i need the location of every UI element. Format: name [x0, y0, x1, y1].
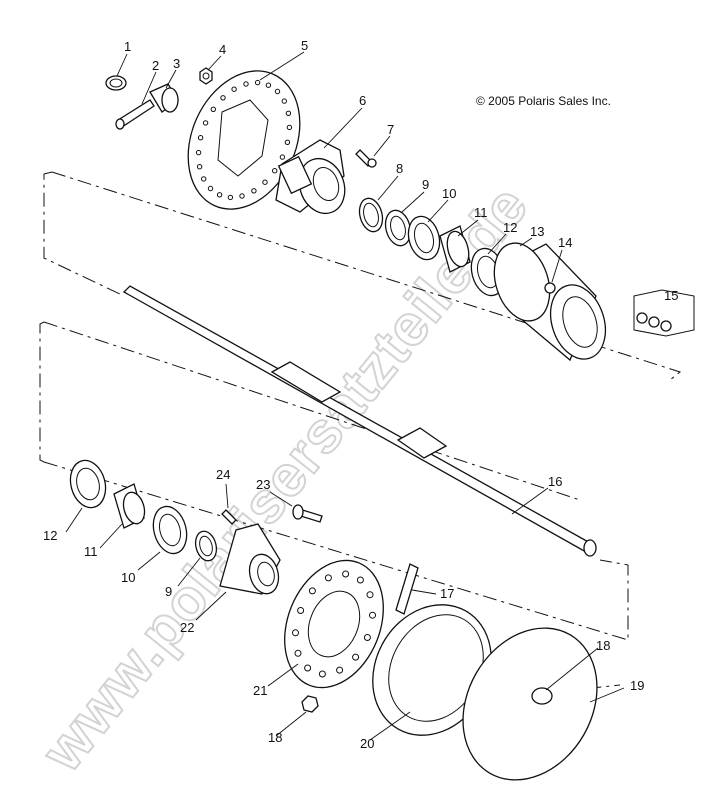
hole-mark — [369, 611, 376, 619]
axle-shaft-part — [122, 285, 597, 557]
sprocket-hub-part — [219, 523, 281, 595]
hole-mark — [304, 664, 312, 672]
callout-7: 7 — [387, 122, 394, 137]
callout-11-lower: 11 — [84, 544, 98, 559]
brake-disc-part — [187, 70, 301, 210]
retaining-ring-part — [358, 197, 384, 233]
callout-15: 15 — [664, 288, 678, 303]
callout-9-lower: 9 — [165, 584, 172, 599]
sprocket-part — [284, 559, 384, 689]
long-bolt-part — [292, 504, 323, 523]
snap-ring-part — [105, 75, 127, 91]
chain-part — [395, 563, 419, 615]
hole-mark — [308, 587, 316, 595]
hole-mark — [254, 79, 261, 86]
disc-plate-part — [462, 627, 598, 781]
hub-part — [275, 139, 346, 215]
hole-mark — [336, 666, 344, 674]
hole-mark — [363, 634, 371, 641]
seal-lower-part — [69, 459, 107, 509]
bolt-lower-part — [221, 509, 237, 525]
hole-mark — [281, 98, 287, 104]
race-lower-part — [152, 505, 188, 555]
hole-mark — [239, 193, 245, 199]
washer-part — [384, 209, 412, 247]
hole-mark — [210, 106, 217, 113]
hole-mark — [286, 124, 293, 131]
callout-8: 8 — [396, 161, 403, 176]
hole-mark — [262, 179, 268, 185]
hole-mark — [297, 607, 305, 614]
callout-leader-lines — [65, 51, 625, 741]
hole-mark — [324, 574, 332, 582]
callout-18-upper: 18 — [596, 638, 610, 653]
bearing-carrier-part — [493, 242, 607, 362]
callout-16: 16 — [548, 474, 562, 489]
hole-mark — [227, 194, 234, 201]
hole-mark — [196, 164, 203, 170]
callout-4: 4 — [219, 42, 226, 57]
hole-mark — [284, 139, 291, 146]
hole-mark — [197, 135, 204, 141]
callout-14: 14 — [558, 235, 572, 250]
callout-9-upper: 9 — [422, 177, 429, 192]
copyright-text: © 2005 Polaris Sales Inc. — [476, 94, 611, 108]
hole-mark — [366, 591, 374, 599]
callout-12-lower: 12 — [43, 528, 57, 543]
hole-mark — [292, 629, 299, 637]
callout-17: 17 — [440, 586, 454, 601]
hole-mark — [272, 168, 278, 174]
callout-10-upper: 10 — [442, 186, 456, 201]
hole-mark — [220, 95, 226, 101]
bearing-lower-part — [113, 483, 146, 529]
callout-23: 23 — [256, 477, 270, 492]
assembly-outline-lines — [39, 171, 682, 701]
callout-20: 20 — [360, 736, 374, 751]
hardware-kit-part — [633, 289, 695, 337]
callout-24: 24 — [216, 467, 230, 482]
callout-1: 1 — [124, 39, 131, 54]
hole-mark — [207, 185, 214, 192]
bushing-part — [149, 83, 179, 113]
nut-part — [199, 67, 213, 85]
tapered-bearing-part — [439, 225, 471, 273]
hole-mark — [285, 110, 292, 117]
hole-mark — [202, 120, 209, 126]
callout-13: 13 — [530, 224, 544, 239]
hole-mark — [265, 82, 272, 88]
hole-mark — [318, 670, 326, 678]
hole-mark — [294, 649, 302, 657]
callout-11-upper: 11 — [474, 205, 488, 220]
hole-mark — [216, 192, 223, 198]
hole-mark — [251, 188, 257, 194]
bearing-race-part — [407, 215, 441, 261]
small-bolt-part — [355, 149, 377, 168]
callout-labels: 1 2 3 4 5 6 7 8 9 10 11 12 13 14 15 16 1… — [43, 38, 678, 751]
callout-3: 3 — [173, 56, 180, 71]
nut-lower-part — [301, 695, 319, 713]
hole-mark — [201, 176, 207, 182]
hole-mark — [342, 570, 350, 578]
hole-mark — [243, 81, 249, 87]
callout-10-lower: 10 — [121, 570, 135, 585]
callout-22: 22 — [180, 620, 194, 635]
bolt-part — [115, 99, 155, 130]
hole-mark — [352, 653, 360, 661]
callout-18-lower: 18 — [268, 730, 282, 745]
callout-21: 21 — [253, 683, 267, 698]
callout-12-upper: 12 — [503, 220, 517, 235]
callout-5: 5 — [301, 38, 308, 53]
callout-19: 19 — [630, 678, 644, 693]
hole-mark — [356, 576, 364, 584]
hole-mark — [195, 149, 202, 156]
hole-mark — [279, 154, 286, 160]
hole-mark — [231, 86, 237, 92]
hole-mark — [274, 88, 281, 95]
callout-6: 6 — [359, 93, 366, 108]
washer-lower-part — [194, 530, 218, 562]
callout-2: 2 — [152, 58, 159, 73]
